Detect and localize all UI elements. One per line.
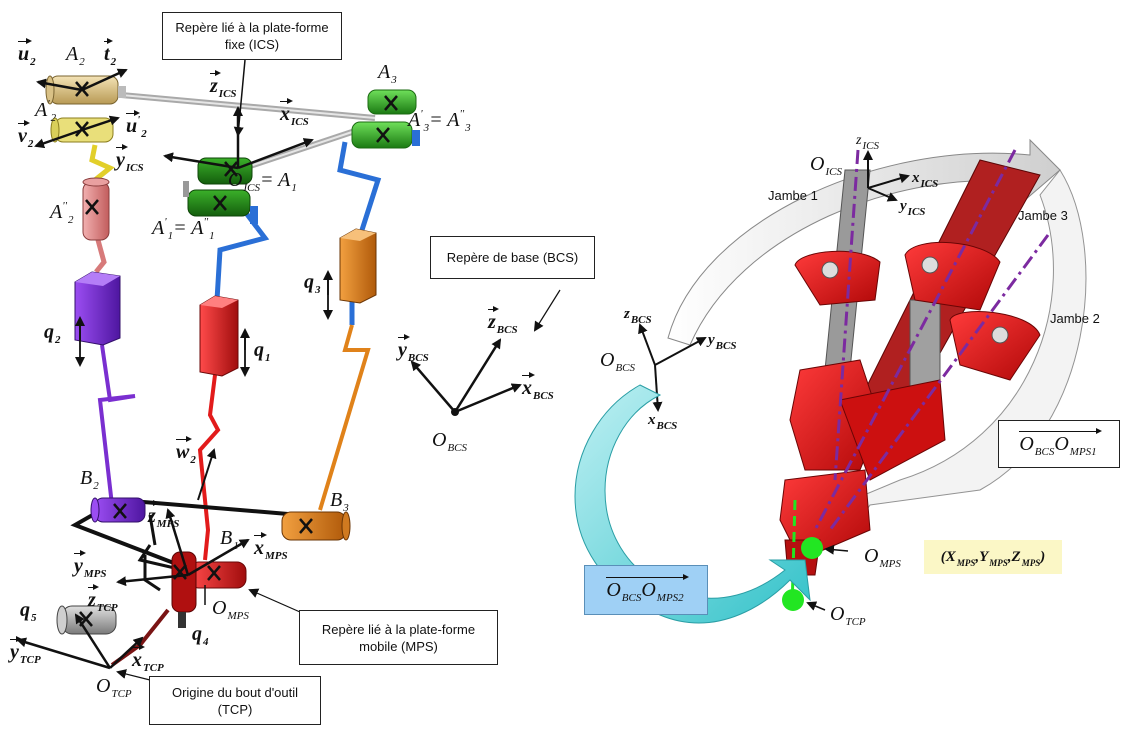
label-B3: B3 <box>330 489 349 514</box>
base-frame-text: Repère de base (BCS) <box>446 250 579 265</box>
leg-3-label: Jambe 3 <box>1018 208 1068 223</box>
mobile-platform-line1: Repère lié à la plate-forme <box>321 621 476 637</box>
label-A2: A2 <box>66 43 85 68</box>
label-o-tcp: OTCP <box>96 675 132 700</box>
mobile-platform-callout: Repère lié à la plate-forme mobile (MPS) <box>299 610 498 665</box>
prismatic-q3 <box>339 228 377 304</box>
label-x-bcs: xBCS <box>522 372 554 402</box>
vector-label-mps1: OBCSOMPS1 <box>1019 428 1103 458</box>
prismatic-q2 <box>74 271 121 346</box>
label-A2-second: A''2 <box>50 200 74 226</box>
label-x-ics: xICS <box>280 98 309 128</box>
label-x-tcp: xTCP <box>132 644 164 674</box>
label-r-o-tcp: OTCP <box>830 603 866 628</box>
tool-origin-line2: (TCP) <box>217 701 253 717</box>
fixed-platform-line2: fixe (ICS) <box>224 37 280 52</box>
joint-B1 <box>171 551 247 628</box>
label-o-ics-eq-a1: OICS= A1 <box>228 169 297 194</box>
label-q4: q4 <box>192 623 209 648</box>
tool-origin-line1: Origine du bout d'outil <box>171 684 299 700</box>
label-y-bcs: yBCS <box>398 334 429 364</box>
label-r-o-mps: OMPS <box>864 545 901 570</box>
label-r-x-ics: xICS <box>912 170 939 190</box>
label-z-bcs: zBCS <box>488 306 518 336</box>
label-w2: w2 <box>176 436 196 466</box>
ics-axes <box>163 59 314 170</box>
label-t2: t2 <box>104 38 117 68</box>
tcp-axes <box>16 613 144 670</box>
label-y-ics: yICS <box>116 144 144 174</box>
label-q2: q2 <box>44 321 61 346</box>
label-o-mps: OMPS <box>212 597 249 622</box>
label-u2-prime: u'2 <box>126 110 147 140</box>
label-u2: u2 <box>18 38 36 68</box>
label-B2: B2 <box>80 467 99 492</box>
label-z-mps: zMPS <box>148 500 180 530</box>
joint-B3 <box>281 511 351 541</box>
mobile-platform-line2: mobile (MPS) <box>359 638 438 654</box>
label-B1: B1 <box>220 527 239 552</box>
label-y-tcp: yTCP <box>10 636 41 666</box>
mps-axes <box>116 508 250 605</box>
leg-2-label: Jambe 2 <box>1050 311 1100 326</box>
label-q5: q5 <box>20 599 37 624</box>
label-r-o-ics: OICS <box>810 153 842 178</box>
label-a1-prime-eq: A'1= A''1 <box>152 216 215 242</box>
label-z-tcp: zTCP <box>88 584 118 614</box>
label-r-o-bcs: OBCS <box>600 349 636 374</box>
vector-box-mps2: OBCSOMPS2 <box>584 565 708 615</box>
joint-A2 <box>45 75 126 105</box>
joint-q5 <box>56 605 117 635</box>
vector-label-mps2: OBCSOMPS2 <box>606 574 690 604</box>
label-A2-prime: A'2 <box>35 98 57 124</box>
mps-coordinates: (XMPS,YMPS,ZMPS) <box>940 548 1046 568</box>
label-r-x-bcs: xBCS <box>648 412 678 432</box>
fixed-platform-callout: Repère lié à la plate-forme fixe (ICS) <box>162 12 342 60</box>
label-q1: q1 <box>254 339 271 364</box>
label-q3: q3 <box>304 271 321 296</box>
a2-axes <box>34 68 128 149</box>
vector-box-mps1: OBCSOMPS1 <box>998 420 1120 468</box>
label-r-y-ics: yICS <box>900 198 926 218</box>
label-o-bcs: OBCS <box>432 429 468 454</box>
left-mechanism <box>16 59 420 681</box>
label-r-z-bcs: zBCS <box>624 306 652 326</box>
label-A3: A3 <box>378 61 397 86</box>
mps-coordinates-box: (XMPS,YMPS,ZMPS) <box>924 540 1062 574</box>
prismatic-q1 <box>199 295 239 377</box>
label-r-y-bcs: yBCS <box>708 332 737 352</box>
base-frame-callout: Repère de base (BCS) <box>430 236 595 279</box>
label-a3-prime-eq: A'3= A''3 <box>408 108 471 134</box>
label-y-mps: yMPS <box>74 550 107 580</box>
label-v2: v2 <box>18 120 34 150</box>
tool-origin-callout: Origine du bout d'outil (TCP) <box>149 676 321 725</box>
leg-1-label: Jambe 1 <box>768 188 818 203</box>
label-r-z-ics: zICS <box>856 133 879 152</box>
q-arrows <box>75 270 333 377</box>
label-z-ics: zICS <box>210 70 237 100</box>
leader-lines <box>116 588 301 681</box>
label-x-mps: xMPS <box>254 532 288 562</box>
bcs-frame <box>410 289 561 416</box>
joint-A2-second <box>82 177 110 241</box>
fixed-platform-line1: Repère lié à la plate-forme <box>175 20 329 35</box>
